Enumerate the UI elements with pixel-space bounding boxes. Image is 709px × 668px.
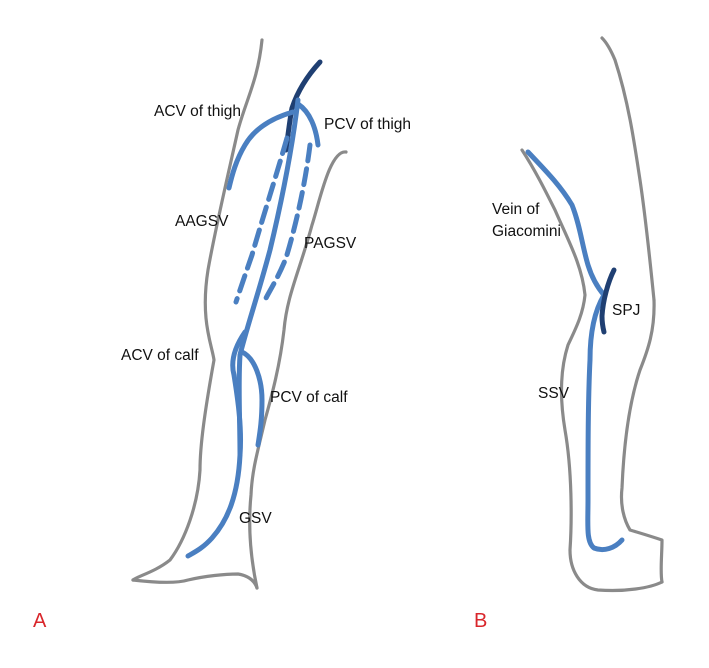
giacomini-vein	[525, 149, 607, 298]
aagsv-vein	[233, 135, 290, 305]
label-pagsv: PAGSV	[304, 235, 357, 252]
label-giacomini-line1: Vein of	[492, 201, 540, 218]
pcv-calf-vein	[239, 349, 265, 448]
label-gsv: GSV	[239, 510, 272, 527]
label-acv-thigh: ACV of thigh	[154, 103, 241, 120]
label-spj: SPJ	[612, 302, 640, 319]
leg-a-outline-front	[131, 38, 264, 582]
acv-thigh-vein	[226, 109, 296, 191]
panel-b-letter: B	[474, 610, 487, 632]
leg-b-outline-front	[600, 36, 656, 302]
leg-b-foot-outline	[619, 298, 664, 584]
label-pcv-thigh: PCV of thigh	[324, 116, 411, 133]
label-acv-calf: ACV of calf	[121, 347, 199, 364]
label-aagsv: AAGSV	[175, 213, 229, 230]
panel-a-letter: A	[33, 610, 47, 632]
label-pcv-calf: PCV of calf	[270, 389, 348, 406]
pcv-thigh-vein	[295, 101, 321, 148]
leg-a-outline-back	[248, 150, 348, 590]
leg-b-outline-back	[520, 148, 664, 593]
panel-b-diagram: Vein of Giacomini SPJ SSV B	[474, 36, 664, 632]
ssv-vein	[585, 292, 625, 553]
acv-calf-vein	[230, 329, 248, 458]
saphenopopliteal-junction-vein	[599, 267, 617, 335]
pagsv-vein	[262, 142, 313, 303]
gsv-vein	[185, 97, 301, 559]
leg-a-foot-outline	[131, 572, 259, 590]
label-giacomini-line2: Giacomini	[492, 223, 561, 240]
label-ssv: SSV	[538, 385, 570, 402]
panel-a-diagram: ACV of thigh PCV of thigh AAGSV PAGSV AC…	[33, 38, 411, 632]
